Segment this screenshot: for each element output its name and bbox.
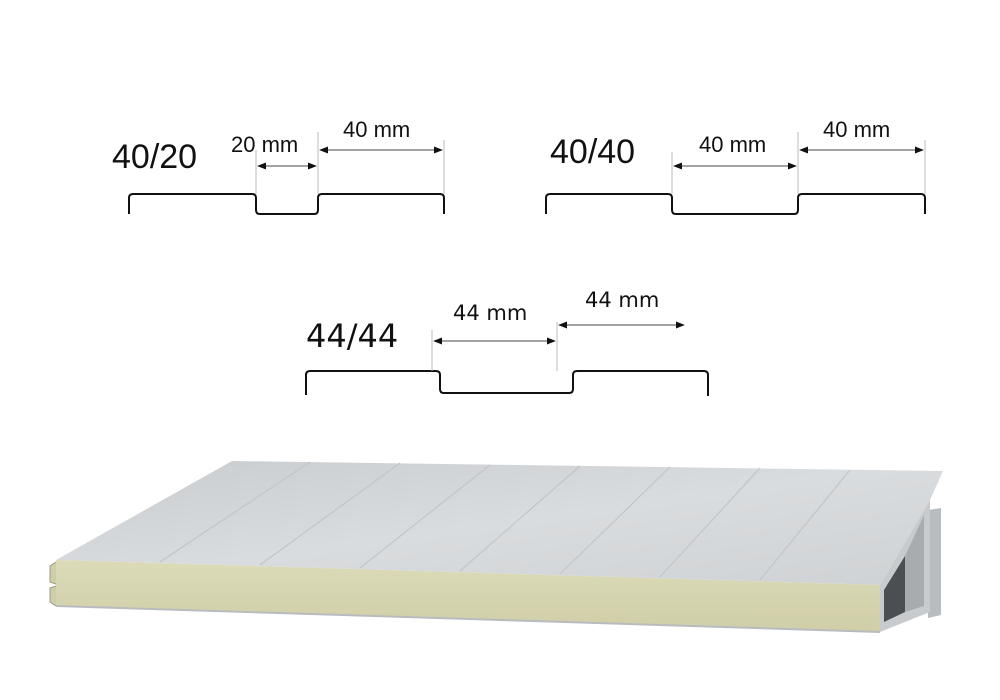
panel-top-face	[56, 461, 943, 585]
dimension-label-40mm-left: 40 mm	[699, 132, 766, 157]
panel-groove-highlight	[905, 515, 924, 612]
dimension-label-20mm: 20 mm	[231, 132, 298, 157]
panel-rear-lip	[928, 508, 941, 618]
panel-ribs	[159, 461, 851, 581]
dimension-label-40mm-right: 40 mm	[823, 117, 890, 142]
panel-bottom-skin	[55, 605, 881, 633]
profile-outline-44-44	[305, 370, 709, 396]
profile-label-40-20: 40/20	[112, 138, 197, 176]
profile-40-40: 40/40 40 mm 40 mm	[545, 117, 926, 215]
profile-label-44-44: 44/44	[306, 317, 398, 355]
sandwich-panel-illustration	[49, 461, 943, 633]
profile-40-20: 40/20 20 mm 40 mm	[112, 117, 445, 215]
profile-outline-40-20	[128, 193, 445, 215]
profile-outline-40-40	[545, 193, 926, 215]
panel-foam-core	[56, 560, 880, 632]
panel-groove	[884, 556, 905, 622]
dimension-label-44mm-left: 44 mm	[453, 301, 527, 325]
profile-44-44: 44/44 44 mm 44 mm	[305, 288, 709, 396]
panel-tongue-joint	[49, 561, 57, 607]
dimension-label-40mm: 40 mm	[343, 117, 410, 142]
dimension-label-44mm-right: 44 mm	[585, 288, 659, 312]
profile-label-40-40: 40/40	[550, 133, 635, 171]
